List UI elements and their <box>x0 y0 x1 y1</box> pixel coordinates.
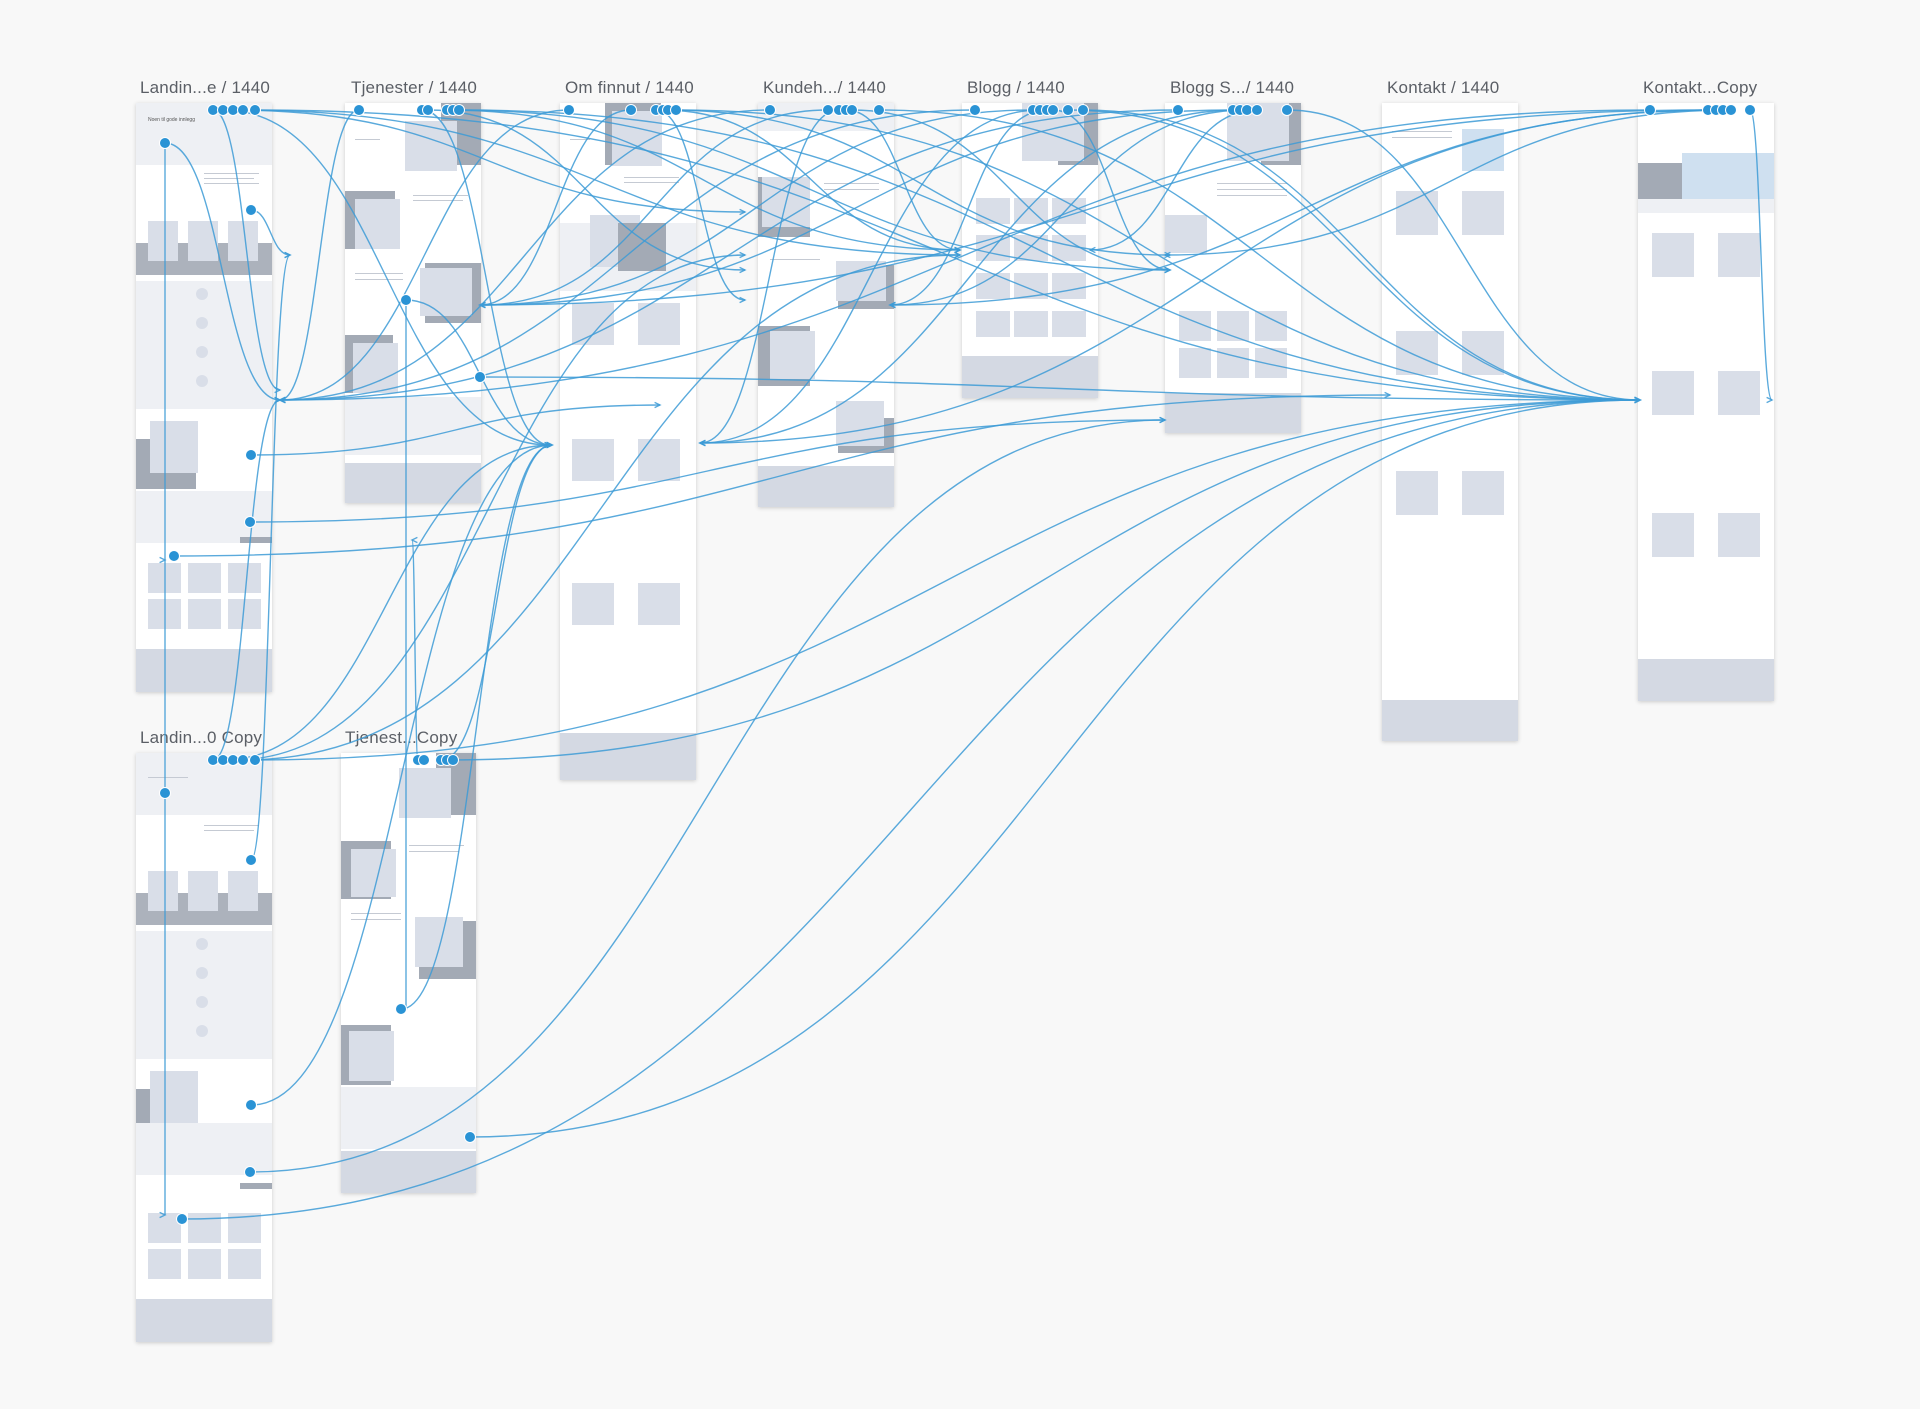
link-arrowhead <box>278 396 286 404</box>
link-arrowhead <box>698 439 706 447</box>
link-arrowhead <box>284 251 292 259</box>
link-hotspot[interactable] <box>159 137 171 149</box>
link-hotspot[interactable] <box>1725 104 1737 116</box>
link-arrowhead <box>544 441 552 449</box>
artboard-landing-copy[interactable] <box>136 753 272 1342</box>
link-hotspot[interactable] <box>237 754 249 766</box>
link-arrowhead <box>739 266 747 274</box>
link-arrowhead <box>698 439 706 447</box>
link-arrowhead <box>698 439 706 447</box>
link-hotspot[interactable] <box>474 371 486 383</box>
link-hotspot[interactable] <box>400 294 412 306</box>
link-arrowhead <box>954 246 962 254</box>
artboard-title-landing[interactable]: Landin...e / 1440 <box>140 78 271 97</box>
link-hotspot[interactable] <box>422 104 434 116</box>
link-hotspot[interactable] <box>563 104 575 116</box>
link-arrowhead <box>954 246 962 254</box>
link-hotspot[interactable] <box>846 104 858 116</box>
link-hotspot[interactable] <box>244 516 256 528</box>
link-arrowhead <box>274 396 282 404</box>
link-hotspot[interactable] <box>447 754 459 766</box>
link-arrowhead <box>278 396 286 404</box>
artboard-title-bloggs[interactable]: Blogg S.../ 1440 <box>1170 78 1295 97</box>
link-hotspot[interactable] <box>1281 104 1293 116</box>
link-hotspot[interactable] <box>969 104 981 116</box>
artboard-kundeh[interactable] <box>758 103 894 507</box>
link-hotspot[interactable] <box>464 1131 476 1143</box>
prototype-link <box>1067 109 1641 401</box>
link-hotspot[interactable] <box>176 1213 188 1225</box>
link-hotspot[interactable] <box>168 550 180 562</box>
link-hotspot[interactable] <box>245 204 257 216</box>
link-arrowhead <box>544 441 552 449</box>
artboard-title-kundeh[interactable]: Kundeh.../ 1440 <box>763 78 887 97</box>
link-arrowhead <box>274 396 282 404</box>
link-arrowhead <box>546 441 554 449</box>
link-arrowhead <box>284 251 292 259</box>
link-hotspot[interactable] <box>1077 104 1089 116</box>
link-hotspot[interactable] <box>1047 104 1059 116</box>
link-hotspot[interactable] <box>395 1003 407 1015</box>
link-arrowhead <box>954 251 962 259</box>
link-arrowhead <box>698 439 706 447</box>
link-hotspot[interactable] <box>245 854 257 866</box>
link-hotspot[interactable] <box>418 754 430 766</box>
artboard-kontakt[interactable] <box>1382 103 1518 741</box>
artboard-kontakt-copy[interactable] <box>1638 103 1774 701</box>
link-hotspot[interactable] <box>670 104 682 116</box>
link-arrowhead <box>410 536 418 544</box>
link-arrowhead <box>739 251 747 259</box>
artboard-title-kontakt[interactable]: Kontakt / 1440 <box>1387 78 1500 97</box>
link-hotspot[interactable] <box>353 104 365 116</box>
link-hotspot[interactable] <box>249 754 261 766</box>
link-hotspot[interactable] <box>453 104 465 116</box>
link-arrowhead <box>278 396 286 404</box>
link-arrowhead <box>954 246 962 254</box>
artboard-landing[interactable]: Noen til gode innlegg <box>136 103 272 692</box>
artboard-tjenester-copy[interactable] <box>341 753 476 1193</box>
link-hotspot[interactable] <box>245 449 257 461</box>
link-arrowhead <box>278 396 286 404</box>
artboard-bloggs[interactable] <box>1165 103 1301 433</box>
link-hotspot[interactable] <box>1644 104 1656 116</box>
artboard-title-blogg[interactable]: Blogg / 1440 <box>967 78 1065 97</box>
link-arrowhead <box>278 396 286 404</box>
link-arrowhead <box>546 441 554 449</box>
link-arrowhead <box>546 441 554 449</box>
link-hotspot[interactable] <box>249 104 261 116</box>
link-arrowhead <box>546 441 554 449</box>
link-hotspot[interactable] <box>245 1099 257 1111</box>
link-hotspot[interactable] <box>159 787 171 799</box>
landing-hero-text: Noen til gode innlegg <box>148 117 195 123</box>
link-hotspot[interactable] <box>625 104 637 116</box>
link-hotspot[interactable] <box>237 104 249 116</box>
link-arrowhead <box>274 386 282 394</box>
link-hotspot[interactable] <box>244 1166 256 1178</box>
link-arrowhead <box>739 208 747 216</box>
artboard-title-tjenester[interactable]: Tjenester / 1440 <box>351 78 478 97</box>
link-hotspot[interactable] <box>1062 104 1074 116</box>
link-hotspot[interactable] <box>873 104 885 116</box>
artboard-title-omfinnut[interactable]: Om finnut / 1440 <box>565 78 694 97</box>
link-arrowhead <box>954 251 962 259</box>
artboard-title-landingcopy[interactable]: Landin...0 Copy <box>140 728 263 747</box>
artboard-blogg[interactable] <box>962 103 1098 398</box>
link-hotspot[interactable] <box>1251 104 1263 116</box>
link-hotspot[interactable] <box>1172 104 1184 116</box>
link-hotspot[interactable] <box>1744 104 1756 116</box>
artboard-omfinnut[interactable] <box>560 103 696 780</box>
link-arrowhead <box>546 441 554 449</box>
link-arrowhead <box>278 396 286 404</box>
prototype-link <box>411 539 419 761</box>
artboard-title-kontaktcopy[interactable]: Kontakt...Copy <box>1643 78 1758 97</box>
link-hotspot[interactable] <box>764 104 776 116</box>
link-arrowhead <box>739 296 747 304</box>
artboard-tjenester[interactable] <box>345 103 481 503</box>
artboard-title-tjenestercopy[interactable]: Tjenest...Copy <box>345 728 458 747</box>
